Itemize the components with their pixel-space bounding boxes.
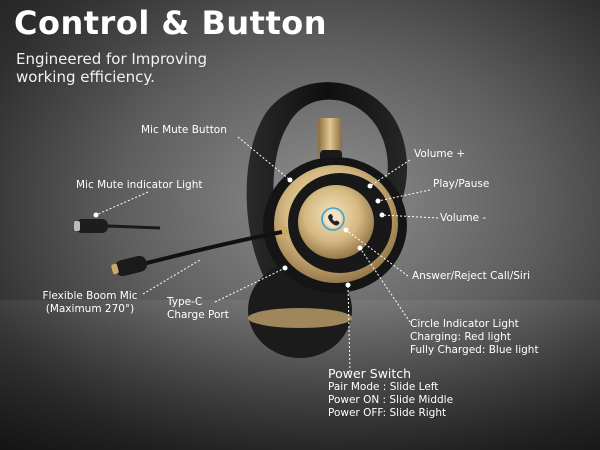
line-answer <box>345 229 409 277</box>
subtitle: Engineered for Improving working efficie… <box>16 50 207 86</box>
boom-mic-line-1: Flexible Boom Mic <box>42 290 138 302</box>
label-type-c: Type-C Charge Port <box>167 296 229 322</box>
subtitle-line-1: Engineered for Improving <box>16 50 208 68</box>
line-play-pause <box>377 189 431 202</box>
back-ear-cup-ring <box>248 308 352 328</box>
line-mic-indicator <box>95 191 149 216</box>
label-mic-mute-button: Mic Mute Button <box>141 124 227 136</box>
label-play-pause: Play/Pause <box>433 178 490 190</box>
pair-mode-line: Pair Mode : Slide Left <box>328 381 439 393</box>
boom-mic-arm <box>134 230 283 268</box>
power-off-line: Power OFF: Slide Right <box>328 407 447 419</box>
label-mic-mute-indicator: Mic Mute indicator Light <box>76 179 203 191</box>
line-circle-indicator <box>359 247 411 323</box>
label-power-switch-block: Power Switch Pair Mode : Slide Left Powe… <box>328 366 453 420</box>
label-circle-indicator: Circle Indicator Light Charging: Red lig… <box>410 318 539 357</box>
circle-indicator-line-2: Charging: Red light <box>410 331 511 343</box>
line-power-switch <box>347 284 351 373</box>
line-type-c <box>214 267 286 303</box>
line-boom-mic <box>142 259 201 295</box>
boom-mic-line-2: (Maximum 270°) <box>45 303 135 315</box>
label-volume-down: Volume - <box>440 212 487 224</box>
mic-indicator-head <box>76 219 108 233</box>
answer-button-ring <box>321 207 345 231</box>
label-boom-mic: Flexible Boom Mic (Maximum 270°) <box>30 290 150 316</box>
subtitle-line-2: working efficiency. <box>16 68 155 86</box>
boom-mic-head <box>115 255 147 277</box>
line-mic-mute-button <box>237 136 291 181</box>
type-c-line-2: Charge Port <box>167 309 229 321</box>
circle-indicator-line-1: Circle Indicator Light <box>410 318 519 330</box>
phone-handset-icon <box>328 214 340 226</box>
label-volume-up: Volume + <box>414 148 466 160</box>
slider-arm <box>318 118 342 158</box>
power-on-line: Power ON : Slide Middle <box>328 394 454 406</box>
circle-indicator-line-3: Fully Charged: Blue light <box>410 344 539 356</box>
label-answer-reject: Answer/Reject Call/Siri <box>412 270 531 282</box>
page-title: Control & Button <box>14 4 327 42</box>
line-volume-down <box>381 214 439 219</box>
power-switch-heading: Power Switch <box>328 366 412 381</box>
type-c-line-1: Type-C <box>167 296 203 308</box>
